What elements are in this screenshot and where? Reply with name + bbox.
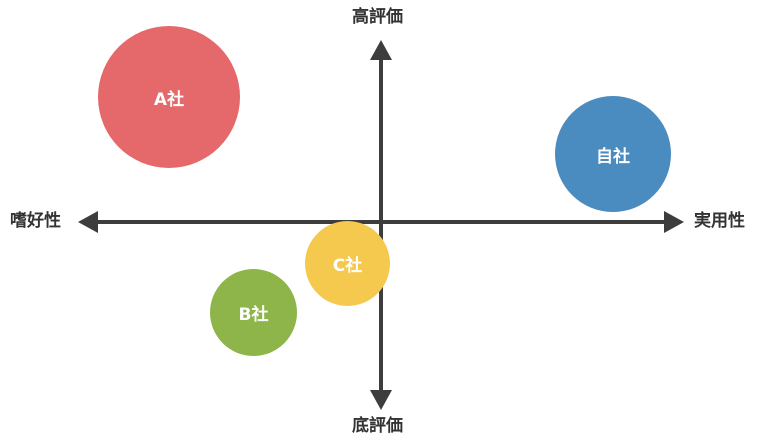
top-arrowhead-icon — [370, 40, 392, 60]
axis-label-bottom: 底評価 — [352, 416, 403, 436]
axis-label-left: 嗜好性 — [10, 211, 61, 231]
left-arrowhead-icon — [78, 211, 98, 233]
axis-label-top: 高評価 — [352, 7, 403, 27]
company-a-label: A社 — [153, 89, 185, 110]
bottom-arrowhead-icon — [370, 390, 392, 410]
own-company-label: 自社 — [596, 146, 630, 167]
company-a-circle: A社 — [98, 26, 240, 168]
right-arrowhead-icon — [664, 211, 684, 233]
company-b-circle: B社 — [210, 269, 297, 356]
company-b-label: B社 — [238, 305, 269, 325]
axis-label-right: 実用性 — [694, 211, 745, 231]
own-company-circle: 自社 — [555, 96, 671, 212]
company-c-label: C社 — [332, 256, 363, 276]
company-c-circle: C社 — [305, 221, 390, 306]
